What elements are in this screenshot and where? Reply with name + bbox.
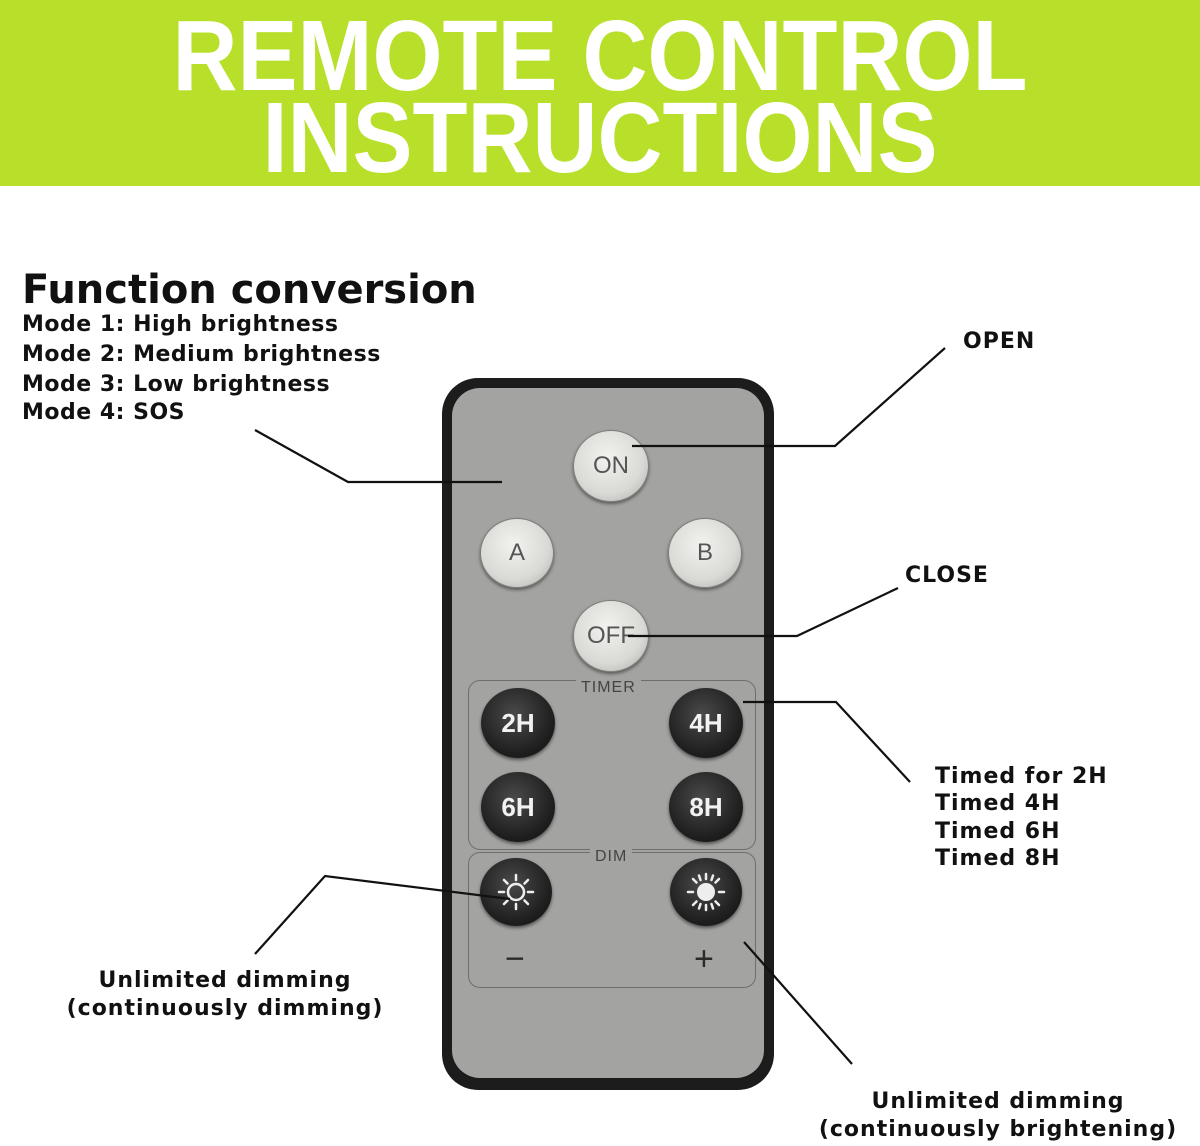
- timer-4h-label: 4H: [689, 707, 723, 738]
- mode-3-text: Mode 3: Low brightness: [22, 372, 331, 397]
- dim-up-button[interactable]: [670, 858, 742, 926]
- b-button[interactable]: B: [668, 518, 742, 588]
- on-button-label: ON: [593, 452, 629, 479]
- dim-down-button[interactable]: [480, 858, 552, 926]
- title-line-1: REMOTE CONTROL: [172, 0, 1028, 112]
- timer-label: TIMER: [576, 679, 641, 697]
- timer-6h-label: 6H: [501, 791, 535, 822]
- off-button-label: OFF: [587, 622, 635, 649]
- sun-filled-icon: [686, 872, 726, 912]
- open-label: OPEN: [963, 329, 1036, 354]
- sun-outline-icon: [497, 873, 535, 911]
- dim-minus-leader-line: [254, 874, 511, 955]
- dim-plus-leader-line: [743, 941, 853, 1065]
- mode-leader-line: [254, 429, 502, 484]
- timer-8h-button[interactable]: 8H: [669, 772, 743, 842]
- timer-2h-button[interactable]: 2H: [481, 688, 555, 758]
- timer-4h-button[interactable]: 4H: [669, 688, 743, 758]
- dim-plus-label-line-2: (continuously brightening): [818, 1117, 1178, 1142]
- timed-2h-label: Timed for 2H: [935, 764, 1108, 789]
- title-banner: [0, 0, 1200, 186]
- a-button-label: A: [508, 539, 525, 566]
- mode-1-text: Mode 1: High brightness: [22, 312, 339, 337]
- plus-sign: +: [694, 940, 714, 978]
- open-leader-line: [632, 347, 946, 448]
- mode-2-text: Mode 2: Medium brightness: [22, 342, 381, 367]
- dim-plus-label-line-1: Unlimited dimming: [871, 1089, 1125, 1114]
- timer-2h-label: 2H: [501, 707, 535, 738]
- timed-6h-label: Timed 6H: [935, 819, 1061, 844]
- minus-sign: −: [505, 940, 525, 978]
- a-button[interactable]: A: [480, 518, 554, 588]
- function-conversion-heading: Function conversion: [22, 267, 477, 313]
- close-leader-line: [628, 587, 899, 638]
- dim-minus-label-line-1: Unlimited dimming: [98, 968, 352, 993]
- timer-6h-button[interactable]: 6H: [481, 772, 555, 842]
- mode-4-text: Mode 4: SOS: [22, 400, 185, 425]
- close-label: CLOSE: [905, 563, 989, 588]
- title-line-2: INSTRUCTIONS: [262, 82, 938, 194]
- timed-4h-label: Timed 4H: [935, 791, 1061, 816]
- b-button-label: B: [696, 539, 713, 566]
- dim-label: DIM: [590, 848, 633, 866]
- timed-8h-label: Timed 8H: [935, 846, 1061, 871]
- dim-minus-label-line-2: (continuously dimming): [66, 996, 384, 1021]
- timer-leader-line: [743, 700, 911, 783]
- on-button[interactable]: ON: [573, 430, 649, 502]
- timer-8h-label: 8H: [689, 791, 723, 822]
